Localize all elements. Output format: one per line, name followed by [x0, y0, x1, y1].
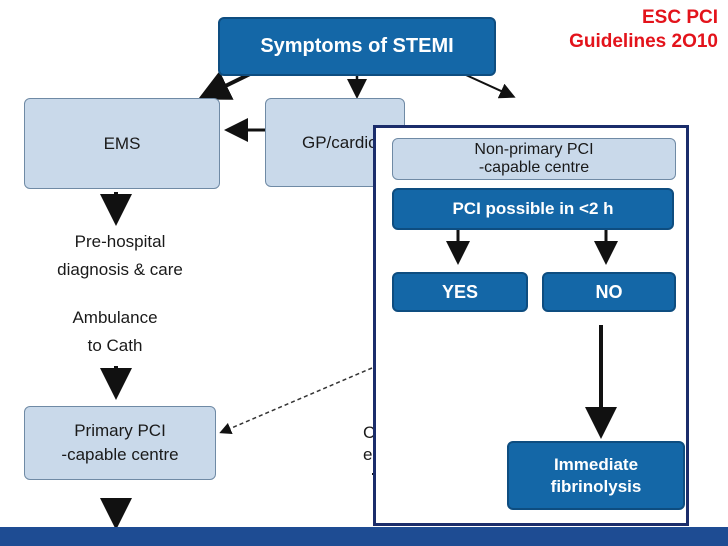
question-label: PCI possible in <2 h	[452, 199, 614, 218]
overlay-arrows	[446, 230, 618, 439]
symptoms-label: Symptoms of STEMI	[260, 35, 454, 57]
fibrinolysis-box: Immediate fibrinolysis	[507, 441, 685, 510]
ems-box: EMS	[24, 98, 220, 189]
nonprimary-line2: -capable centre	[478, 159, 590, 176]
fibrinolysis-line1: Immediate	[553, 454, 639, 474]
primary-line2: -capable centre	[61, 445, 179, 464]
primary-pci-box: Primary PCI -capable centre	[24, 406, 216, 480]
nonprimary-pci-box: Non-primary PCI -capable centre	[392, 138, 676, 180]
ambulance-line2: to Cath	[87, 336, 143, 355]
no-label: NO	[595, 281, 623, 302]
title-line1: ESC PCI	[641, 7, 718, 28]
slide-title: ESC PCI Guidelines 2O10	[569, 6, 718, 54]
gp-label: GP/cardio	[302, 132, 378, 152]
bottom-bar	[0, 527, 728, 546]
fibrinolysis-line2: fibrinolysis	[550, 476, 642, 496]
ambulance-line1: Ambulance	[72, 308, 158, 327]
ambulance-text: Ambulance to Cath	[40, 304, 190, 360]
ems-label: EMS	[103, 133, 141, 153]
arrow-to-primary-dashed	[219, 367, 373, 434]
no-box: NO	[542, 272, 676, 312]
symptoms-box: Symptoms of STEMI	[218, 17, 496, 76]
primary-line1: Primary PCI	[74, 421, 166, 440]
prehospital-text: Pre-hospital diagnosis & care	[40, 228, 200, 284]
nonprimary-line1: Non-primary PCI	[474, 141, 594, 158]
prehospital-line1: Pre-hospital	[74, 232, 166, 251]
overlay-panel: Non-primary PCI -capable centre PCI poss…	[373, 125, 689, 526]
yes-box: YES	[392, 272, 528, 312]
prehospital-line2: diagnosis & care	[57, 260, 183, 279]
title-line2: Guidelines 2O10	[569, 31, 718, 52]
yes-label: YES	[441, 281, 479, 302]
question-box: PCI possible in <2 h	[392, 188, 674, 230]
